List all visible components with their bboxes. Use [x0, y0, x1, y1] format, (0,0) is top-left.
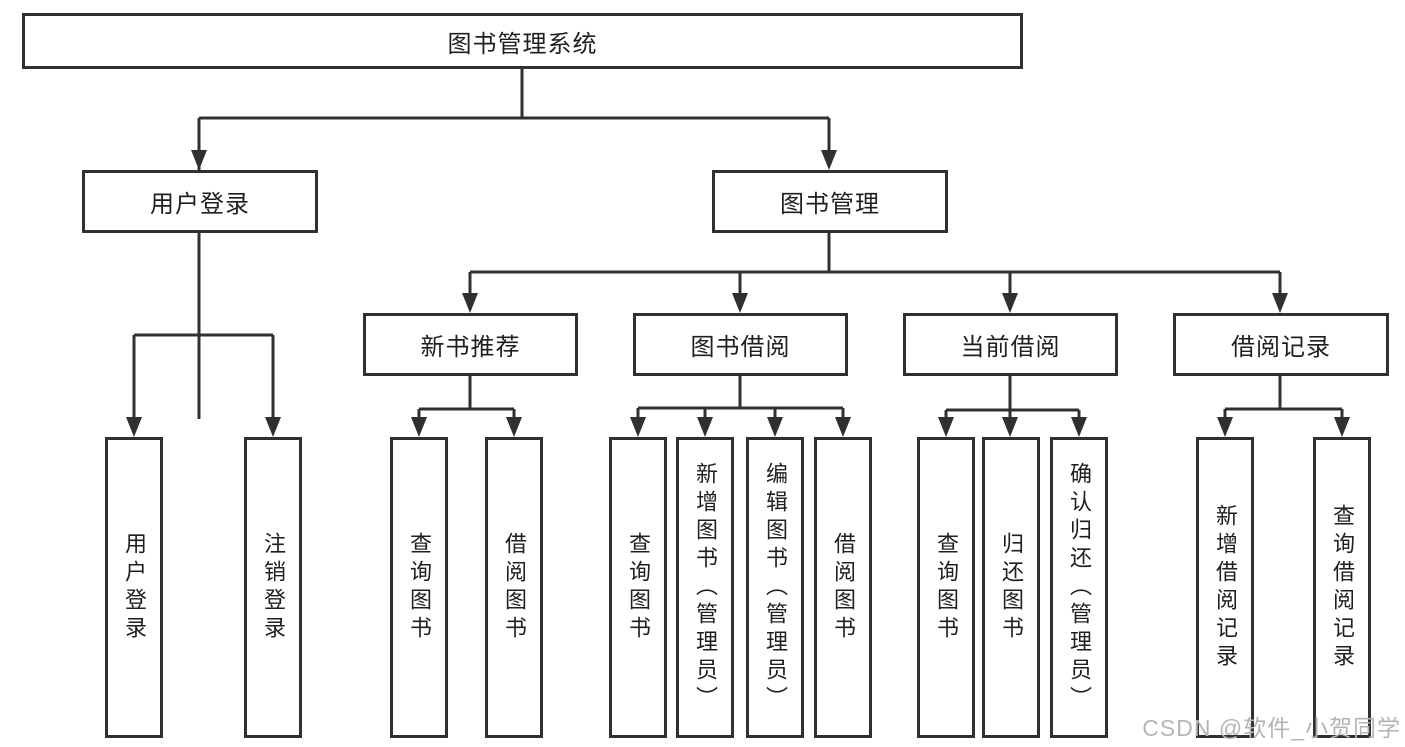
- edge-book-mgmt-to-level3: [462, 233, 1288, 313]
- arrow-down-icon: [411, 417, 427, 437]
- arrow-down-icon: [630, 417, 646, 437]
- node-user-login: 用户登录: [82, 170, 318, 233]
- arrow-down-icon: [835, 417, 851, 437]
- leaf-query-books-current: 查询图书: [917, 437, 975, 738]
- leaf-label: 查询借阅记录: [1330, 503, 1355, 672]
- node-library-management-system: 图书管理系统: [22, 13, 1023, 69]
- leaf-confirm-return-admin: 确认归还（管理员）: [1050, 437, 1108, 738]
- leaf-query-books-recommend: 查询图书: [390, 437, 448, 738]
- arrow-down-icon: [1002, 417, 1018, 437]
- leaf-label: 查询图书: [626, 531, 651, 644]
- leaf-return-books: 归还图书: [982, 437, 1040, 738]
- arrow-down-icon: [1002, 293, 1018, 313]
- leaf-label: 借阅图书: [502, 531, 527, 644]
- leaf-label: 确认归还（管理员）: [1067, 461, 1092, 714]
- arrow-down-icon: [938, 417, 954, 437]
- leaf-label: 查询图书: [407, 531, 432, 644]
- arrow-down-icon: [126, 417, 142, 437]
- leaf-label: 编辑图书（管理员）: [763, 461, 788, 714]
- arrow-down-icon: [1071, 417, 1087, 437]
- arrow-down-icon: [1334, 417, 1350, 437]
- arrow-down-icon: [1272, 293, 1288, 313]
- edge-records-to-leaves: [1217, 376, 1350, 437]
- arrow-down-icon: [1217, 417, 1233, 437]
- csdn-watermark: CSDN @软件_小贺同学: [1142, 715, 1401, 741]
- leaf-borrow-books-recommend: 借阅图书: [485, 437, 543, 738]
- arrow-down-icon: [265, 417, 281, 437]
- leaf-add-book-admin: 新增图书（管理员）: [676, 437, 734, 738]
- node-current-borrowing: 当前借阅: [903, 313, 1118, 376]
- edge-current-to-leaves: [938, 376, 1087, 437]
- arrow-down-icon: [462, 293, 478, 313]
- edge-borrowing-to-leaves: [630, 376, 851, 437]
- node-book-management: 图书管理: [712, 170, 948, 233]
- leaf-edit-book-admin: 编辑图书（管理员）: [746, 437, 804, 738]
- arrow-down-icon: [697, 417, 713, 437]
- leaf-label: 归还图书: [999, 531, 1024, 644]
- edge-root-to-level2: [191, 68, 837, 419]
- node-new-book-recommend: 新书推荐: [363, 313, 578, 376]
- node-borrowing-records: 借阅记录: [1173, 313, 1389, 376]
- arrow-down-icon: [506, 417, 522, 437]
- leaf-borrow-books-borrowing: 借阅图书: [814, 437, 872, 738]
- leaf-label: 用户登录: [122, 531, 147, 644]
- leaf-logout: 注销登录: [244, 437, 302, 738]
- edge-user-login-to-leaves: [126, 233, 281, 437]
- leaf-label: 新增借阅记录: [1213, 503, 1238, 672]
- arrow-down-icon: [767, 417, 783, 437]
- leaf-query-books-borrowing: 查询图书: [609, 437, 667, 738]
- leaf-label: 借阅图书: [831, 531, 856, 644]
- arrow-down-icon: [821, 150, 837, 170]
- leaf-label: 查询图书: [934, 531, 959, 644]
- leaf-label: 注销登录: [261, 531, 286, 644]
- leaf-label: 新增图书（管理员）: [693, 461, 718, 714]
- node-book-borrowing: 图书借阅: [633, 313, 848, 376]
- edge-new-books-to-leaves: [411, 376, 522, 437]
- leaf-user-login: 用户登录: [105, 437, 163, 738]
- arrow-down-icon: [191, 150, 207, 170]
- arrow-down-icon: [732, 293, 748, 313]
- leaf-add-borrow-record: 新增借阅记录: [1196, 437, 1254, 738]
- leaf-query-borrow-record: 查询借阅记录: [1313, 437, 1371, 738]
